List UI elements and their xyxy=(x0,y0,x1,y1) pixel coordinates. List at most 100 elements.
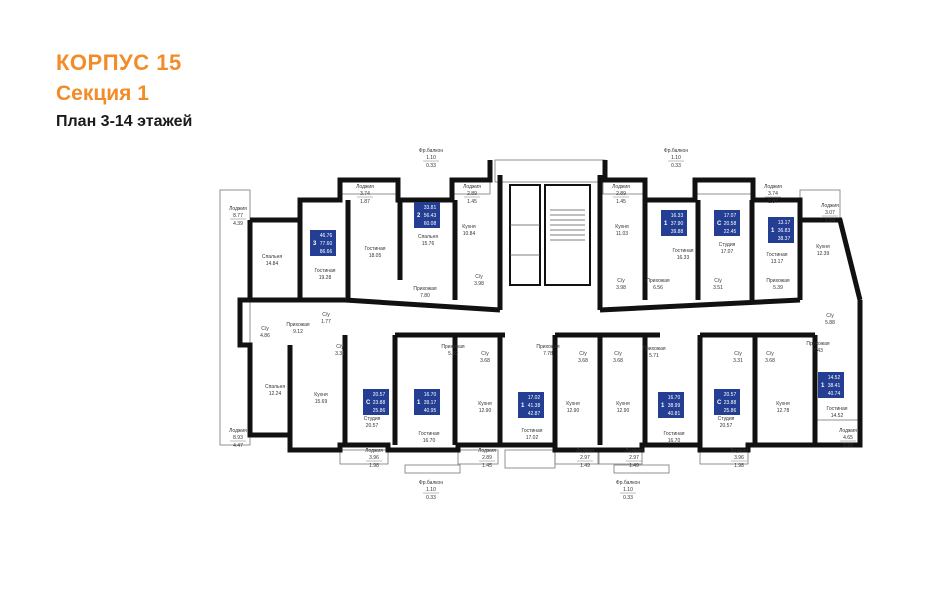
room-name: Лоджия xyxy=(229,428,247,434)
plan-title: План 3-14 этажей xyxy=(56,113,193,130)
apartment-area: 40.81 xyxy=(668,411,681,417)
room-area: 4.86 xyxy=(260,333,270,339)
apartment-area: 38.99 xyxy=(668,403,681,409)
room-area: 17.07 xyxy=(721,249,734,255)
room-area: 15.76 xyxy=(422,241,435,247)
room-area: 7.80 xyxy=(420,293,430,299)
room-name: С/у xyxy=(614,351,622,357)
room-area: 1.77 xyxy=(321,319,331,325)
building-title: КОРПУС 15 xyxy=(56,50,182,75)
room-name: Фр.балкон xyxy=(664,148,688,154)
apartment-area: 17.07 xyxy=(724,213,737,219)
room-area: 2.89 xyxy=(482,455,492,461)
apartment-area: 39.88 xyxy=(671,229,684,235)
room-area: 5.71 xyxy=(649,353,659,359)
room-label: С/у4.86 xyxy=(260,326,270,339)
room-area: 4.65 xyxy=(843,435,853,441)
room-area-reduced: 2.33 xyxy=(843,443,853,449)
room-area: 16.70 xyxy=(423,438,436,444)
apartment-type: 1 xyxy=(821,383,825,389)
apartment-type: 1 xyxy=(661,403,665,409)
room-area: 12.90 xyxy=(567,408,580,414)
room-area: 14.52 xyxy=(831,413,844,419)
stair-core xyxy=(509,184,591,286)
room-area-reduced: 1.45 xyxy=(482,463,492,469)
room-name: Лоджия xyxy=(365,448,383,454)
apartment-type: 1 xyxy=(771,228,775,234)
badge-background xyxy=(518,392,544,418)
room-area-reduced: 0.33 xyxy=(671,163,681,169)
room-area: 3.31 xyxy=(733,358,743,364)
room-area: 12.24 xyxy=(269,391,282,397)
apartment-area: 56.43 xyxy=(424,213,437,219)
room-name: Прихожая xyxy=(536,344,559,350)
room-name: Кухня xyxy=(616,401,630,407)
room-area: 15.69 xyxy=(315,399,328,405)
room-name: С/у xyxy=(322,312,330,318)
room-name: Фр.балкон xyxy=(616,480,640,486)
apartment-area: 25.86 xyxy=(724,408,737,414)
room-name: Прихожая xyxy=(806,341,829,347)
room-area-reduced: 1.98 xyxy=(369,463,379,469)
apartment-area: 23.88 xyxy=(724,400,737,406)
room-label: С/у5.88 xyxy=(825,313,835,326)
room-area: 2.97 xyxy=(629,455,639,461)
room-label: С/у3.68 xyxy=(480,351,490,364)
apartment-area: 46.76 xyxy=(320,233,333,239)
room-area: 8.77 xyxy=(233,213,243,219)
room-area: 16.33 xyxy=(677,255,690,261)
apartment-area: 40.74 xyxy=(828,391,841,397)
room-area: 2.97 xyxy=(580,455,590,461)
room-name: С/у xyxy=(766,351,774,357)
room-name: Гостиная xyxy=(767,252,788,258)
apartment-area: 14.52 xyxy=(828,375,841,381)
room-name: С/у xyxy=(475,274,483,280)
room-area: 12.78 xyxy=(777,408,790,414)
room-name: Кухня xyxy=(776,401,790,407)
room-area: 3.68 xyxy=(613,358,623,364)
room-name: С/у xyxy=(826,313,834,319)
apartment-area: 39.17 xyxy=(424,400,437,406)
badge-background xyxy=(768,217,794,243)
apartment-area: 86.66 xyxy=(320,249,333,255)
badge-background xyxy=(661,210,687,236)
room-name: Прихожая xyxy=(413,286,436,292)
room-area: 20.57 xyxy=(366,423,379,429)
room-area-reduced: 0.33 xyxy=(426,163,436,169)
room-area: 2.89 xyxy=(467,191,477,197)
room-name: Лоджия xyxy=(612,184,630,190)
room-area: 12.90 xyxy=(479,408,492,414)
room-name: Гостиная xyxy=(419,431,440,437)
room-area-reduced: 1.87 xyxy=(360,199,370,205)
room-area: 5.89 xyxy=(448,351,458,357)
room-name: Прихожая xyxy=(441,344,464,350)
room-name: Прихожая xyxy=(642,346,665,352)
room-area: 3.98 xyxy=(474,281,484,287)
room-area: 3.74 xyxy=(768,191,778,197)
room-label: С/у3.98 xyxy=(474,274,484,287)
